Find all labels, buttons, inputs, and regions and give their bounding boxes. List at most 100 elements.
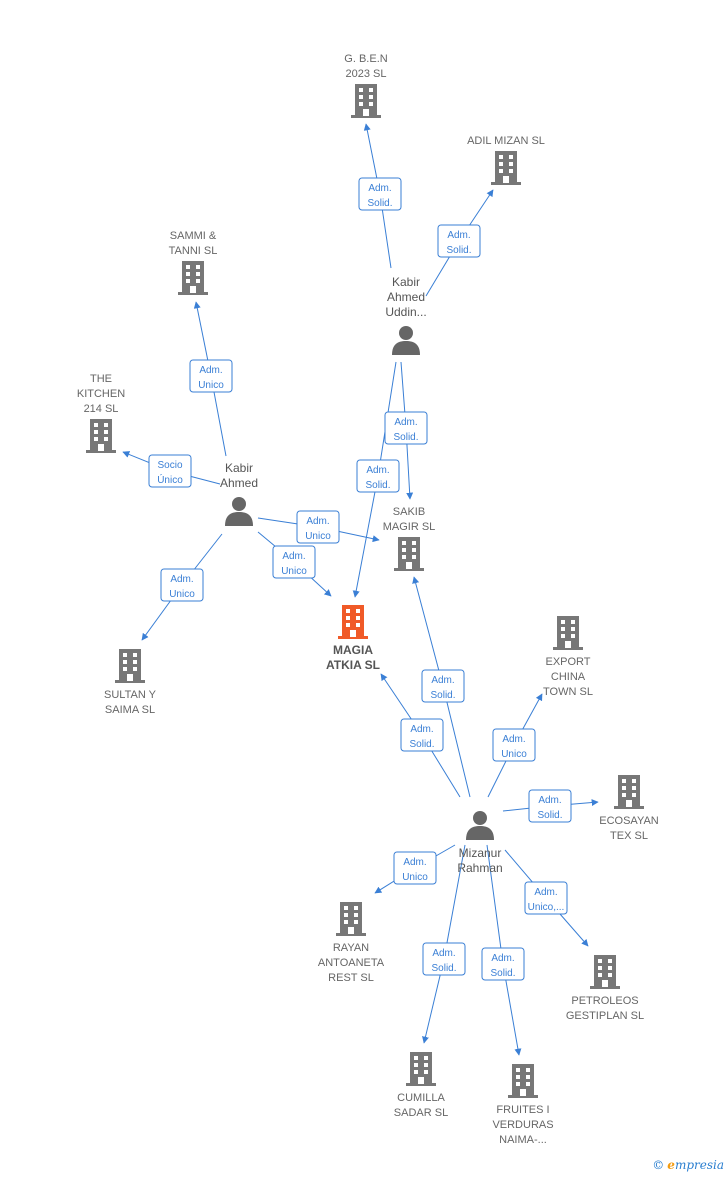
relation-label-kabiruddin-magia[interactable]: Adm. Solid. bbox=[356, 459, 400, 493]
brand-initial: e bbox=[667, 1158, 675, 1172]
building-icon bbox=[491, 151, 521, 185]
relation-box bbox=[296, 510, 340, 544]
relation-text: Solid. bbox=[430, 690, 455, 701]
relation-box bbox=[437, 224, 481, 258]
main-building-icon bbox=[338, 605, 368, 639]
node-label: Kabir bbox=[392, 275, 420, 289]
relation-text: Unico bbox=[402, 872, 428, 883]
node-label: Uddin... bbox=[385, 305, 426, 319]
relation-label-kabir-sakib[interactable]: Adm.Unico bbox=[296, 510, 340, 544]
node-adil[interactable]: ADIL MIZAN SL bbox=[467, 135, 545, 185]
relation-text: Adm. bbox=[199, 365, 222, 376]
relation-label-mizanur-export[interactable]: Adm. Unico bbox=[492, 728, 536, 762]
relation-text: Solid. bbox=[490, 968, 515, 979]
relation-text: Unico bbox=[501, 749, 527, 760]
building-icon bbox=[86, 419, 116, 453]
node-label: G. B.E.N bbox=[344, 53, 387, 65]
relation-label-kabiruddin-gben[interactable]: Adm. Solid. bbox=[358, 177, 402, 211]
relation-box bbox=[393, 851, 437, 885]
relation-box bbox=[492, 728, 536, 762]
node-label: GESTIPLAN SL bbox=[566, 1010, 644, 1022]
node-label: 2023 SL bbox=[346, 68, 387, 80]
relation-box bbox=[272, 545, 316, 579]
relation-label-mizanur-fruites[interactable]: Adm. Solid. bbox=[481, 947, 525, 981]
relation-box bbox=[400, 718, 444, 752]
relation-text: Adm. bbox=[368, 183, 391, 194]
relation-text: Adm. bbox=[394, 417, 417, 428]
building-icon bbox=[508, 1064, 538, 1098]
relation-label-mizanur-sakib[interactable]: Adm.Solid. bbox=[421, 669, 465, 703]
relation-text: Solid. bbox=[446, 245, 471, 256]
person-icon bbox=[225, 497, 253, 526]
node-label: TANNI SL bbox=[169, 245, 218, 257]
relation-text: Adm. bbox=[366, 465, 389, 476]
relation-label-kabiruddin-adil[interactable]: Adm. Solid. bbox=[437, 224, 481, 258]
node-label: Rahman bbox=[457, 861, 502, 875]
node-sakib[interactable]: SAKIB MAGIR SL bbox=[383, 506, 436, 571]
relation-text: Solid. bbox=[365, 480, 390, 491]
node-label: Ahmed bbox=[387, 290, 425, 304]
relation-text: Unico bbox=[305, 531, 331, 542]
relation-text: Adm. bbox=[403, 857, 426, 868]
relation-text: Solid. bbox=[431, 963, 456, 974]
relation-label-mizanur-petroleos[interactable]: Adm. Unico,... bbox=[524, 881, 568, 915]
node-label: CHINA bbox=[551, 671, 586, 683]
node-label: TEX SL bbox=[610, 830, 648, 842]
relation-text: Adm. bbox=[410, 724, 433, 735]
relation-label-kabir-sultan[interactable]: Adm.Unico bbox=[160, 568, 204, 602]
relation-text: Adm. bbox=[502, 734, 525, 745]
node-sammi[interactable]: SAMMI &TANNI SL bbox=[169, 230, 218, 295]
node-label: THE bbox=[90, 373, 112, 385]
relation-box bbox=[422, 942, 466, 976]
relation-text: Adm. bbox=[538, 795, 561, 806]
node-label: ADIL MIZAN SL bbox=[467, 135, 545, 147]
node-gben[interactable]: G. B.E.N 2023 SL bbox=[344, 53, 388, 118]
node-label: MAGIR SL bbox=[383, 521, 436, 533]
node-label: Mizanur bbox=[459, 846, 502, 860]
node-label: SADAR SL bbox=[394, 1107, 448, 1119]
building-icon bbox=[394, 537, 424, 571]
relation-label-mizanur-cumilla[interactable]: Adm.Solid. bbox=[422, 942, 466, 976]
person-icon bbox=[466, 811, 494, 840]
node-fruites[interactable]: FRUITES IVERDURASNAIMA-... bbox=[492, 1064, 554, 1146]
relation-box bbox=[524, 881, 568, 915]
relation-label-mizanur-magia[interactable]: Adm. Solid. bbox=[400, 718, 444, 752]
nodes-layer: G. B.E.N 2023 SL ADIL MIZAN SL SAMMI &TANNI… bbox=[77, 53, 659, 1146]
relation-text: Adm. bbox=[170, 574, 193, 585]
relation-box bbox=[160, 568, 204, 602]
building-icon bbox=[115, 649, 145, 683]
relation-text: Adm. bbox=[491, 953, 514, 964]
node-label: KITCHEN bbox=[77, 388, 125, 400]
relation-text: Solid. bbox=[409, 739, 434, 750]
relation-text: Unico,... bbox=[528, 902, 565, 913]
node-label: SAKIB bbox=[393, 506, 425, 518]
relation-text: Único bbox=[157, 473, 183, 486]
relation-text: Unico bbox=[281, 566, 307, 577]
node-label: RAYAN bbox=[333, 942, 369, 954]
relation-text: Adm. bbox=[534, 887, 557, 898]
relation-text: Solid. bbox=[367, 198, 392, 209]
node-label: ATKIA SL bbox=[326, 658, 380, 672]
relation-label-mizanur-ecosayan[interactable]: Adm.Solid. bbox=[528, 789, 572, 823]
building-icon bbox=[336, 902, 366, 936]
node-kabiruddin[interactable]: KabirAhmedUddin... bbox=[385, 275, 427, 355]
relation-label-kabiruddin-sakib[interactable]: Adm.Solid. bbox=[384, 411, 428, 445]
relation-label-kabir-sammi[interactable]: Adm.Unico bbox=[189, 359, 233, 393]
building-icon bbox=[553, 616, 583, 650]
relation-box bbox=[358, 177, 402, 211]
relation-text: Adm. bbox=[447, 230, 470, 241]
relation-label-kabir-magia[interactable]: Adm.Unico bbox=[272, 545, 316, 579]
relation-label-mizanur-rayan[interactable]: Adm. Unico bbox=[393, 851, 437, 885]
relation-box bbox=[356, 459, 400, 493]
